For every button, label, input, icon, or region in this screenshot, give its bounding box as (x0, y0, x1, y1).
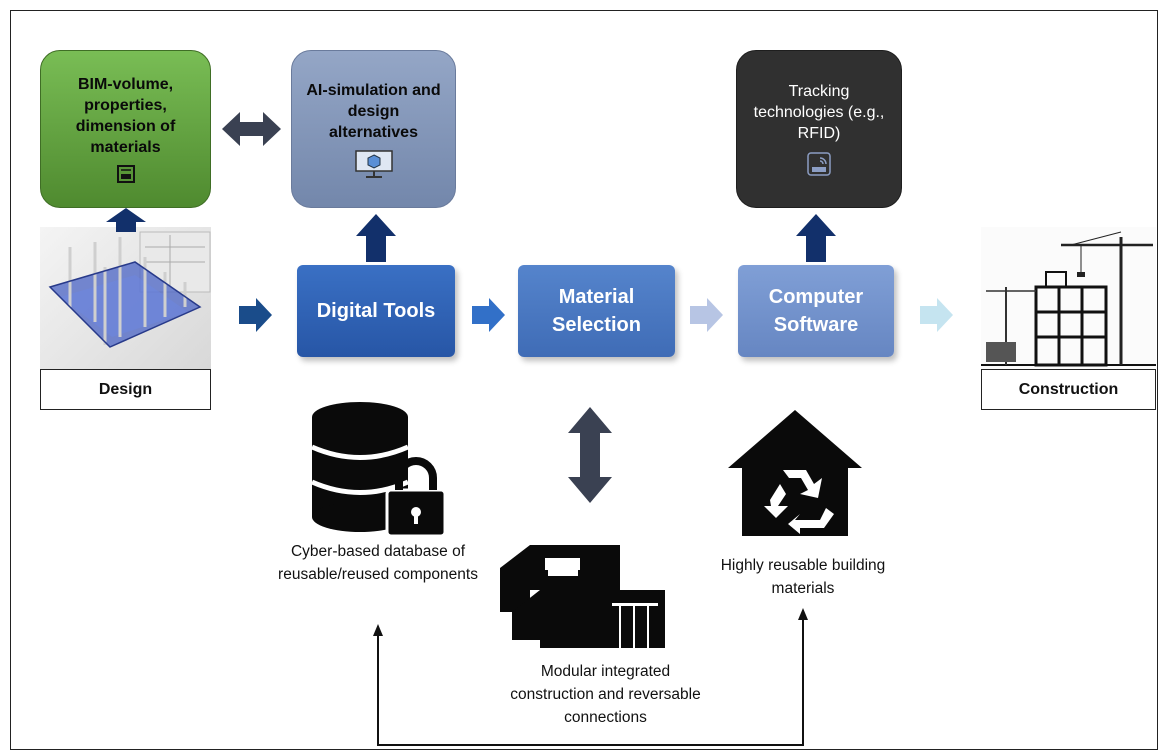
feedback-loop-line (377, 612, 804, 746)
software-to-construction-arrow (920, 298, 953, 332)
computer-software-box: Computer Software (738, 265, 894, 357)
feedback-arrowhead-left (373, 624, 383, 636)
digital-tools-label: Digital Tools (316, 300, 436, 322)
material-selection-box: Material Selection (518, 265, 675, 357)
rfid-tag-icon (807, 151, 831, 176)
construction-image (981, 227, 1156, 369)
diagram-frame (10, 10, 1158, 750)
bim-box: BIM-volume, properties, dimension of mat… (40, 50, 211, 208)
ai-simulation-label: AI-simulation and design alternatives (306, 81, 441, 141)
design-to-bim-arrow (106, 208, 146, 232)
database-caption: Cyber-based database of reusable/reused … (278, 543, 478, 583)
computer-software-label: Computer Software (768, 286, 864, 336)
digital-to-material-arrow (472, 298, 505, 332)
design-label: Design (40, 369, 211, 410)
tracking-label: Tracking technologies (e.g., RFID) (753, 82, 885, 142)
modular-caption: Modular integrated construction and reve… (510, 663, 701, 726)
construction-label: Construction (981, 369, 1156, 410)
digital-to-ai-arrow (356, 214, 396, 262)
tracking-box: Tracking technologies (e.g., RFID) (736, 50, 902, 208)
digital-tools-box: Digital Tools (297, 265, 455, 357)
material-to-software-arrow (690, 298, 723, 332)
design-to-digital-arrow (239, 298, 272, 332)
house-recycle-icon (728, 410, 862, 536)
bim-ai-double-arrow (222, 112, 281, 146)
database-lock-icon (310, 402, 447, 538)
ai-simulation-box: AI-simulation and design alternatives (291, 50, 456, 208)
feedback-arrowhead-right (798, 608, 808, 620)
selection-modular-double-arrow (568, 407, 612, 503)
software-to-tracking-arrow (796, 214, 836, 262)
bim-box-label: BIM-volume, properties, dimension of mat… (75, 76, 176, 156)
design-image (40, 227, 211, 369)
monitor-cube-icon (354, 149, 393, 178)
modular-building-icon (500, 545, 665, 648)
bim-file-icon (116, 165, 135, 183)
material-selection-label: Material Selection (552, 286, 641, 336)
reusable-caption: Highly reusable building materials (720, 557, 886, 597)
